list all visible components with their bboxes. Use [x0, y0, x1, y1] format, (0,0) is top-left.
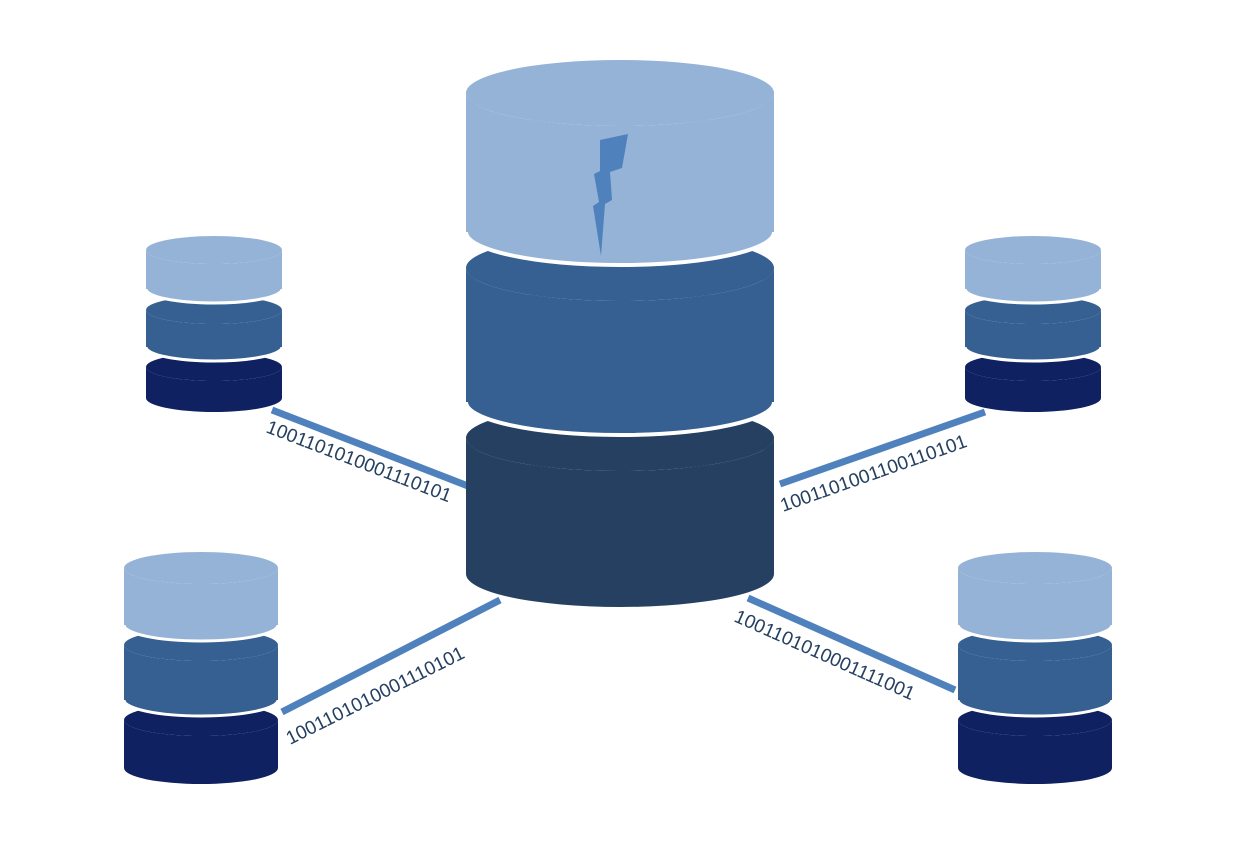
database-top-left-tier-2 — [146, 296, 282, 361]
database-top-right-tier-3-body — [965, 367, 1101, 412]
link-line-bottom-right — [746, 594, 957, 694]
database-top-right-tier-2-top — [965, 296, 1101, 324]
database-bottom-left-tier-2-body — [124, 645, 278, 716]
database-bottom-left-separator-1 — [122, 624, 280, 643]
database-top-left-tier-1 — [146, 236, 282, 303]
database-bottom-right-tier-2-body — [958, 645, 1112, 716]
database-bottom-left-tier-1 — [124, 552, 278, 641]
database-central — [464, 60, 776, 607]
database-bottom-right-tier-1-body — [958, 568, 1112, 641]
database-bottom-right — [956, 552, 1114, 784]
database-top-left-separator-1 — [144, 288, 284, 305]
database-top-left-tier-2-body — [146, 310, 282, 361]
link-line-top-left — [270, 406, 470, 490]
database-central-separator-1 — [464, 231, 776, 267]
database-central-tier-3-body — [466, 438, 774, 607]
database-bottom-right-tier-1 — [958, 552, 1112, 641]
database-top-left-separator-2 — [144, 346, 284, 363]
database-central-tier-2-body — [466, 268, 774, 435]
database-top-left-tier-1-body — [146, 250, 282, 303]
database-top-left-tier-1-top — [146, 236, 282, 264]
database-top-left — [144, 236, 284, 412]
database-top-right-separator-2 — [963, 346, 1103, 363]
database-central-tier-1 — [466, 60, 774, 265]
database-bottom-left-tier-1-body — [124, 568, 278, 641]
database-bottom-right-separator-2 — [956, 699, 1114, 718]
connector-lines — [270, 406, 987, 716]
binary-label-bottom-right: 1001101010001111001 — [731, 606, 918, 705]
link-line-top-right — [778, 408, 987, 488]
database-top-right-tier-1-top — [965, 236, 1101, 264]
database-top-left-tier-3-body — [146, 367, 282, 412]
database-top-right-tier-2 — [965, 296, 1101, 361]
database-bottom-left-tier-1-top — [124, 552, 278, 584]
database-bottom-left — [122, 552, 280, 784]
database-bottom-right-tier-3-body — [958, 720, 1112, 784]
database-bottom-left-separator-2 — [122, 699, 280, 718]
lightning-bolt-icon — [593, 134, 628, 256]
database-bottom-right-tier-1-top — [958, 552, 1112, 584]
binary-label-top-left: 1001101010001110101 — [263, 417, 454, 507]
database-top-right-tier-1 — [965, 236, 1101, 303]
database-top-left-tier-2-top — [146, 296, 282, 324]
database-top-right-tier-2-body — [965, 310, 1101, 361]
database-top-right — [963, 236, 1103, 412]
database-bottom-right-separator-1 — [956, 624, 1114, 643]
link-line-bottom-left — [280, 596, 502, 716]
database-top-right-tier-1-body — [965, 250, 1101, 303]
database-central-tier-1-top — [466, 60, 774, 126]
database-cylinders — [122, 60, 1114, 784]
database-bottom-left-tier-3-body — [124, 720, 278, 784]
database-central-tier-1-body — [466, 93, 774, 265]
database-central-separator-2 — [464, 401, 776, 437]
database-top-right-separator-1 — [963, 288, 1103, 305]
